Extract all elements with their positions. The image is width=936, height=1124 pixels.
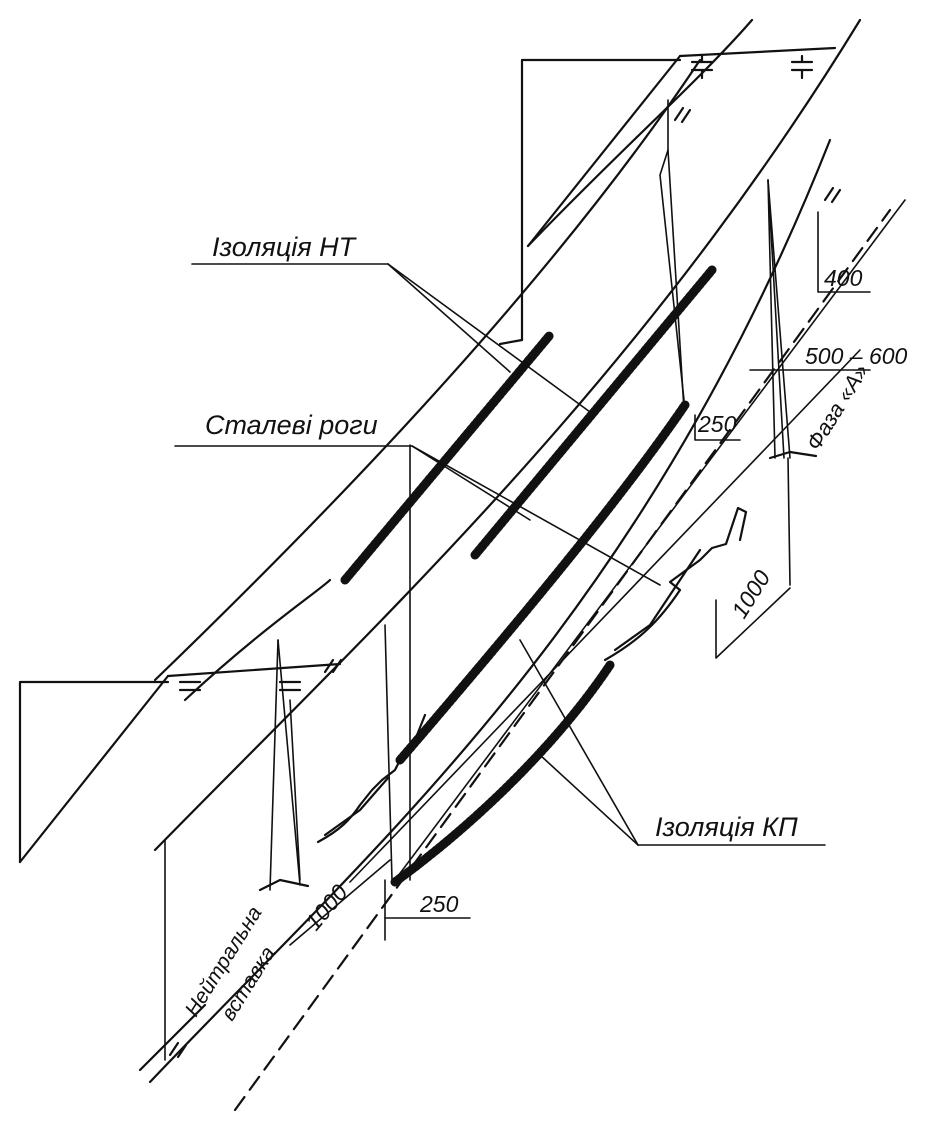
dim-250-lower: 250 <box>419 891 459 917</box>
droppers <box>164 99 791 1061</box>
steel-horns <box>258 450 818 892</box>
label-insulation-nt: Ізоляція НТ <box>212 232 358 262</box>
contact-wires <box>233 199 906 1112</box>
upper-support-frame <box>498 46 837 346</box>
catenary-wires <box>138 18 862 1084</box>
lower-support-frame <box>18 662 342 864</box>
dim-250-upper: 250 <box>697 411 737 437</box>
kp-insulators <box>390 400 690 887</box>
label-steel-horns: Сталеві роги <box>205 410 378 440</box>
dim-400: 400 <box>824 265 863 291</box>
leader-lines <box>174 263 826 846</box>
dim-1000-left: 1000 <box>300 879 353 935</box>
dim-500-600: 500 – 600 <box>805 343 908 369</box>
dim-1000-right: 1000 <box>726 565 775 622</box>
label-insulation-kp: Ізоляція КП <box>655 812 798 842</box>
dimension-lines <box>289 211 871 946</box>
wire-insulator-symbols <box>168 54 842 1059</box>
nt-insulators <box>340 265 717 585</box>
